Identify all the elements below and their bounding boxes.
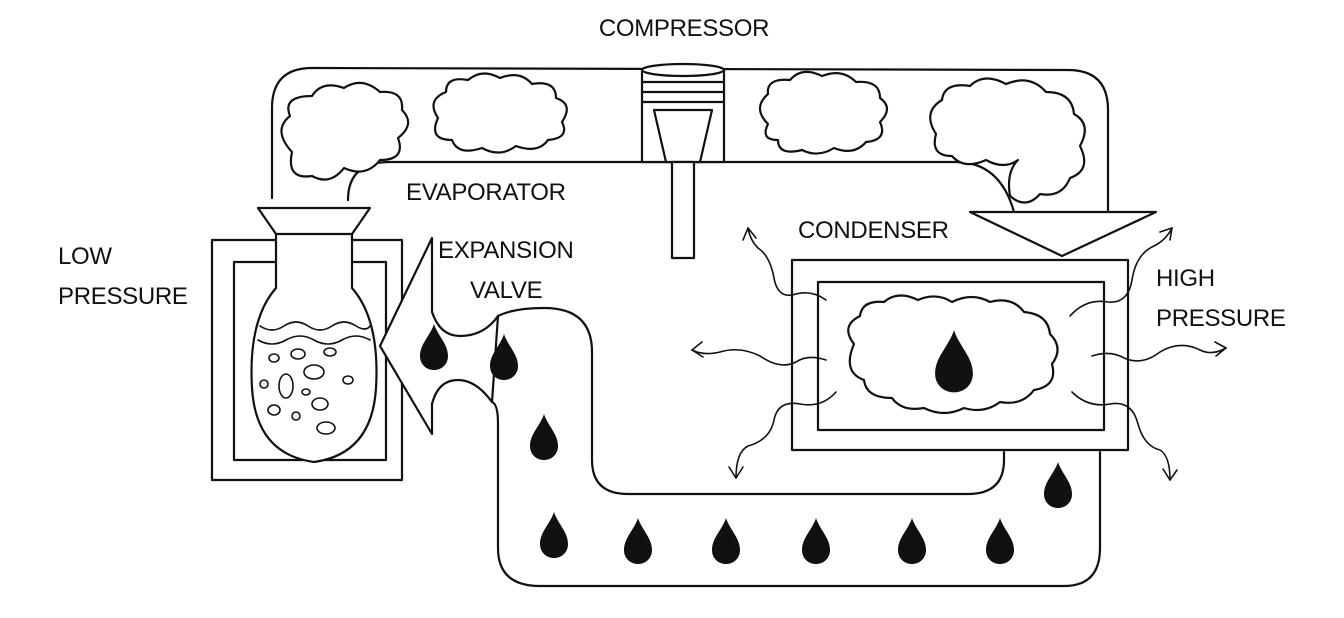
heat-wave-icon [1069, 227, 1173, 317]
vapor-loop-inner [346, 160, 1016, 214]
compressor-label: COMPRESSOR [599, 15, 769, 42]
high-pressure-label-line1: HIGH [1156, 265, 1215, 292]
refrigerant-drop-icon [530, 414, 558, 460]
low-pressure-label-line1: LOW [58, 243, 112, 270]
vapor-cloud-icon [929, 77, 1086, 204]
condenser-box-outer [790, 258, 1130, 452]
heat-waves [691, 227, 1227, 481]
heat-wave-icon [742, 227, 827, 301]
vapor-cloud-icon [432, 72, 568, 154]
liquid-loop-outer [490, 400, 1102, 588]
refrigerant-drop-icon [540, 512, 568, 558]
refrigerant-drop-icon [1044, 462, 1072, 508]
piston-icon [640, 62, 726, 260]
refrigerant-drop-icon [986, 518, 1014, 564]
refrigerant-drop-icon [624, 518, 652, 564]
condenser-inlet-arrow [968, 210, 1158, 258]
refrigerant-drop-icon [712, 518, 740, 564]
flask-icon [250, 206, 378, 464]
heat-wave-icon [1091, 341, 1227, 362]
refrigerant-drop-icon [490, 334, 518, 380]
refrigerant-drop-icon [420, 324, 448, 370]
expansion-valve-label-line2: VALVE [470, 277, 542, 304]
refrigerant-drop-icon [898, 518, 926, 564]
condenser-label: CONDENSER [798, 217, 949, 244]
heat-wave-icon [691, 341, 827, 366]
heat-wave-icon [728, 391, 837, 479]
vapor-cloud-icon [758, 70, 889, 155]
evaporator-label: EVAPORATOR [406, 179, 566, 206]
condenser-box-inner [816, 280, 1106, 432]
flow-arrow-icon [968, 210, 1158, 258]
high-pressure-label-line2: PRESSURE [1156, 305, 1286, 332]
vapor-cloud-icon [280, 81, 410, 181]
refrigerant-drops [420, 324, 1072, 564]
heat-wave-icon [1071, 391, 1178, 481]
vapor-clouds [280, 70, 1086, 415]
labels: COMPRESSOR EVAPORATOR CONDENSER EXPANSIO… [58, 15, 1286, 332]
liquid-loop [490, 306, 1102, 588]
low-pressure-label-line2: PRESSURE [58, 283, 188, 310]
refrigerant-drop-icon [802, 518, 830, 564]
expansion-valve-label-line1: EXPANSION [438, 237, 574, 264]
condenser-box [790, 258, 1130, 452]
piston-rod [670, 160, 696, 260]
liquid-loop-top-inner [496, 306, 1006, 496]
refrigerant-drop-icon [935, 330, 973, 393]
